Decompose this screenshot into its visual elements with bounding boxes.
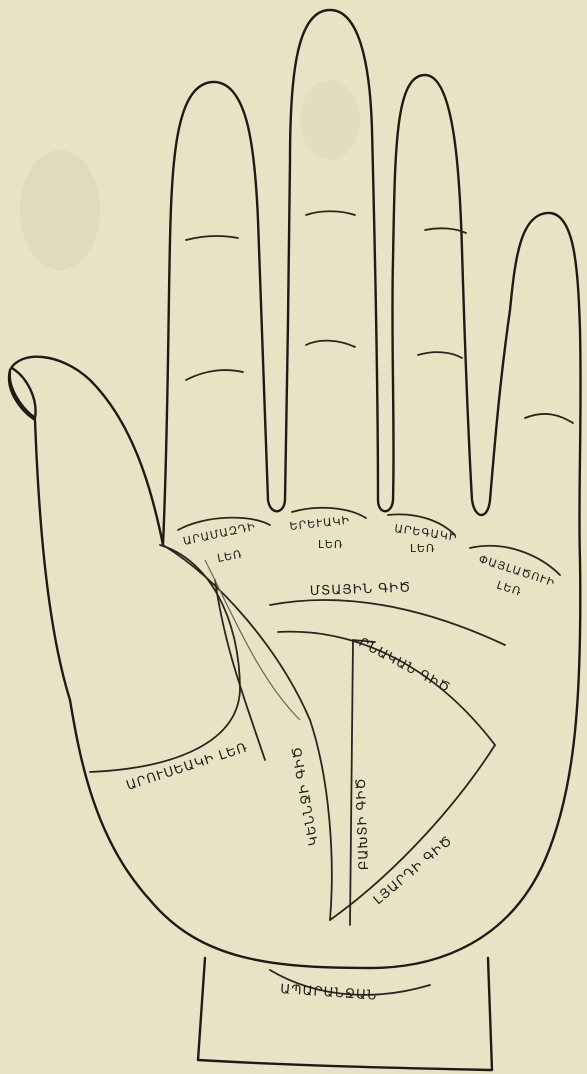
paper-stain xyxy=(20,150,100,270)
head-line xyxy=(270,600,505,645)
liver-line-label: ԼՅԱՐԴԻ ԳԻԾ xyxy=(371,833,456,908)
diagonal-line-faint xyxy=(205,560,300,720)
saturn-label-2: ԼԵՌ xyxy=(318,538,344,551)
life-line xyxy=(90,545,240,772)
apollo-label-2: ԼԵՌ xyxy=(410,542,436,555)
wrist-label: ԱՊԱՐԱՆՋԱՆ xyxy=(280,982,378,1004)
apollo-label-1: ԱՐԵԳԱԿԻ xyxy=(394,522,459,544)
finger-crease xyxy=(525,414,573,423)
mercury-label-2: ԼԵՌ xyxy=(495,578,523,598)
jupiter-label-2: ԼԵՌ xyxy=(216,548,243,565)
label-saturn: ԵՐԵՒԱԿԻ ԼԵՌ xyxy=(289,514,351,551)
hand-outline xyxy=(9,10,581,968)
fate-line xyxy=(350,640,353,925)
finger-crease xyxy=(306,341,355,347)
paper-stain xyxy=(300,80,360,160)
label-jupiter: ԱՐԱՄԱԶԴԻ ԼԵՌ xyxy=(182,520,257,565)
finger-crease xyxy=(186,370,243,380)
finger-crease xyxy=(418,352,462,358)
wrist-outline xyxy=(198,958,492,1070)
finger-crease xyxy=(186,236,238,240)
finger-crease xyxy=(306,211,355,215)
label-mercury: ՓԱՅԼԱԾՈՒԻ ԼԵՌ xyxy=(477,552,557,598)
heart-line-label: ՐՆԱԿԱՆ ԳԻԾ xyxy=(356,635,453,696)
finger-crease xyxy=(425,228,466,233)
head-line-label: ՄՏԱՅԻՆ ԳԻԾ xyxy=(310,580,412,599)
label-apollo: ԱՐԵԳԱԿԻ ԼԵՌ xyxy=(394,522,459,555)
fate-line-label: ԲԱԽՏԻ ԳԻԾ xyxy=(354,777,372,870)
life-line-label: ԿԵՆՆՋԻ ԳԻԾ xyxy=(290,745,322,847)
saturn-label-1: ԵՐԵՒԱԿԻ xyxy=(289,514,351,533)
